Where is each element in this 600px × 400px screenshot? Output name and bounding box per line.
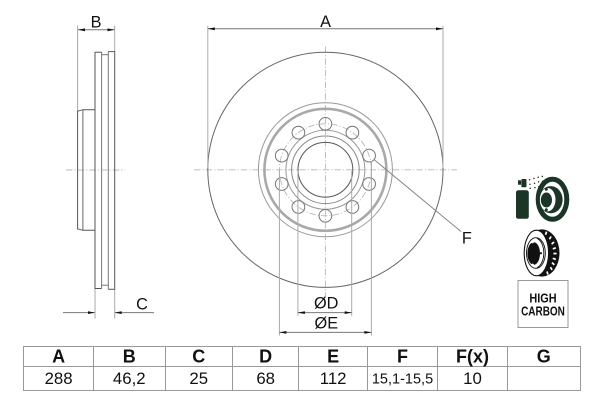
svg-text:10: 10 xyxy=(463,369,482,388)
svg-text:C: C xyxy=(192,346,205,366)
svg-text:46,2: 46,2 xyxy=(113,369,146,388)
svg-text:C: C xyxy=(136,295,148,313)
svg-text:68: 68 xyxy=(256,369,275,388)
svg-text:D: D xyxy=(259,346,272,366)
svg-text:B: B xyxy=(123,346,136,366)
svg-text:112: 112 xyxy=(320,369,347,388)
svg-text:F(x): F(x) xyxy=(456,346,489,366)
svg-text:ØD: ØD xyxy=(314,295,338,313)
svg-text:HIGH: HIGH xyxy=(529,291,556,305)
svg-text:CARBON: CARBON xyxy=(521,304,565,318)
svg-text:15,1-15,5: 15,1-15,5 xyxy=(372,372,433,388)
svg-text:F: F xyxy=(462,230,472,248)
svg-text:25: 25 xyxy=(189,369,208,388)
svg-text:E: E xyxy=(327,346,339,366)
svg-text:B: B xyxy=(91,13,102,31)
svg-text:ØE: ØE xyxy=(315,315,339,333)
svg-text:A: A xyxy=(320,13,331,31)
svg-text:A: A xyxy=(52,346,65,366)
svg-text:F: F xyxy=(397,346,408,366)
svg-text:G: G xyxy=(537,346,551,366)
svg-text:288: 288 xyxy=(45,369,73,388)
